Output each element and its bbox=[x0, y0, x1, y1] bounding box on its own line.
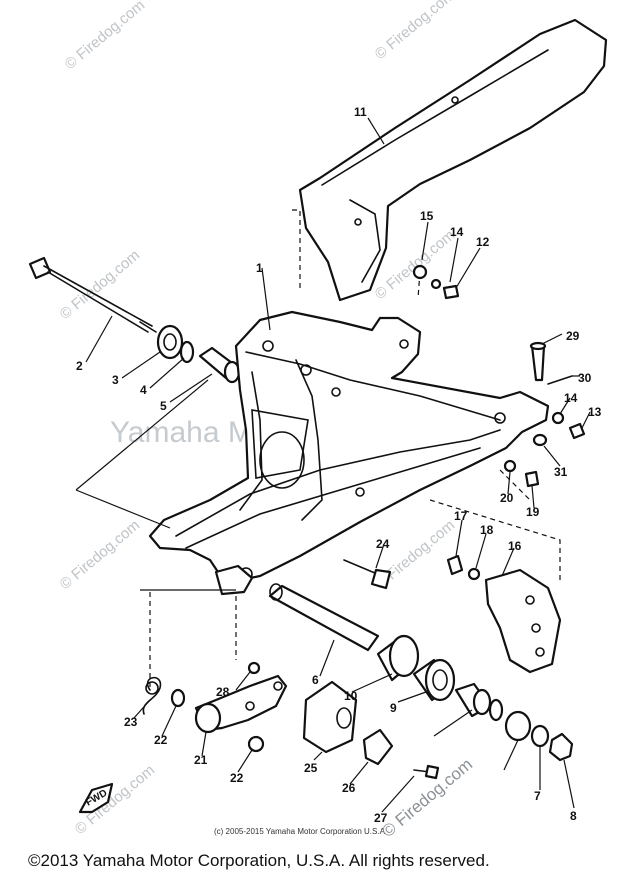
washer-7 bbox=[530, 724, 550, 748]
callout-2: 2 bbox=[76, 359, 83, 373]
small-copyright: (c) 2005-2015 Yamaha Motor Corporation U… bbox=[214, 827, 386, 836]
footer-copyright: ©2013 Yamaha Motor Corporation, U.S.A. A… bbox=[28, 851, 490, 870]
nut-8 bbox=[548, 732, 574, 762]
callout-5: 5 bbox=[160, 399, 167, 413]
callout-18: 18 bbox=[480, 523, 494, 537]
washer-22-lower bbox=[247, 735, 265, 753]
callout-26: 26 bbox=[342, 781, 356, 795]
callout-11: 11 bbox=[354, 105, 367, 119]
bolt-24 bbox=[343, 559, 392, 590]
shaft-6 bbox=[268, 583, 380, 652]
bolt-17 bbox=[446, 554, 464, 576]
callout-14-right: 14 bbox=[564, 391, 578, 405]
collar-10 bbox=[376, 634, 420, 682]
alignment-lines bbox=[75, 209, 561, 690]
bracket-16 bbox=[484, 568, 562, 674]
bush-5-upper bbox=[198, 346, 241, 384]
bolt-27 bbox=[413, 764, 440, 780]
callout-19: 19 bbox=[526, 505, 540, 519]
nut-31 bbox=[532, 433, 548, 447]
washer-14-right bbox=[551, 411, 565, 425]
callout-27: 27 bbox=[374, 811, 388, 825]
washer-14-upper bbox=[430, 278, 442, 290]
seal-9 bbox=[412, 658, 456, 702]
washer-18 bbox=[467, 567, 481, 581]
callout-labels: 1 2 3 4 5 6 7 8 9 10 11 12 13 14 14 15 1… bbox=[76, 105, 602, 825]
watermark-corner: © Firedog.com bbox=[57, 517, 143, 593]
washer-22-upper bbox=[170, 688, 186, 708]
callout-21: 21 bbox=[194, 753, 208, 767]
bearing-3-lower bbox=[504, 710, 532, 742]
washer-4 bbox=[179, 340, 195, 364]
washer-15 bbox=[412, 264, 428, 280]
callout-24: 24 bbox=[376, 537, 390, 551]
bracket-26 bbox=[362, 728, 394, 766]
leader-lines bbox=[85, 117, 591, 813]
bolt-12 bbox=[442, 284, 460, 300]
chain-case-11 bbox=[298, 18, 608, 302]
washer-20 bbox=[503, 459, 517, 473]
bearing-3 bbox=[156, 324, 184, 360]
callout-28: 28 bbox=[216, 685, 230, 699]
callout-3: 3 bbox=[112, 373, 119, 387]
pivot-bolt-2 bbox=[28, 256, 157, 333]
callout-14: 14 bbox=[450, 225, 464, 239]
washer-28 bbox=[247, 661, 261, 675]
callout-22-upper: 22 bbox=[154, 733, 168, 747]
spring-23 bbox=[142, 676, 162, 715]
watermark-corner: © Firedog.com bbox=[62, 0, 148, 73]
callout-16: 16 bbox=[508, 539, 522, 553]
callout-10: 10 bbox=[344, 689, 358, 703]
cotter-pin-30 bbox=[547, 375, 573, 385]
callout-17: 17 bbox=[454, 509, 468, 523]
callout-30: 30 bbox=[578, 371, 592, 385]
watermark-corner: © Firedog.com bbox=[372, 0, 458, 63]
arm-21 bbox=[194, 674, 288, 734]
bolt-19 bbox=[524, 470, 540, 488]
callout-12: 12 bbox=[476, 235, 490, 249]
callout-31: 31 bbox=[554, 465, 568, 479]
callout-23: 23 bbox=[124, 715, 138, 729]
callout-6: 6 bbox=[312, 673, 319, 687]
callout-9: 9 bbox=[390, 701, 397, 715]
callout-4: 4 bbox=[140, 383, 147, 397]
callout-8: 8 bbox=[570, 809, 577, 823]
pin-29 bbox=[529, 341, 547, 382]
callout-7: 7 bbox=[534, 789, 541, 803]
callout-22-lower: 22 bbox=[230, 771, 244, 785]
callout-13: 13 bbox=[588, 405, 602, 419]
callout-25: 25 bbox=[304, 761, 318, 775]
washer-ring bbox=[488, 698, 504, 722]
callout-15: 15 bbox=[420, 209, 434, 223]
callout-29: 29 bbox=[566, 329, 580, 343]
bolt-13 bbox=[568, 422, 586, 440]
callout-1: 1 bbox=[256, 261, 263, 275]
block-25 bbox=[302, 680, 358, 754]
rear-frame-1 bbox=[148, 310, 550, 596]
bush-5-lower bbox=[454, 682, 492, 718]
forward-arrow: FWD bbox=[78, 782, 114, 814]
callout-20: 20 bbox=[500, 491, 514, 505]
